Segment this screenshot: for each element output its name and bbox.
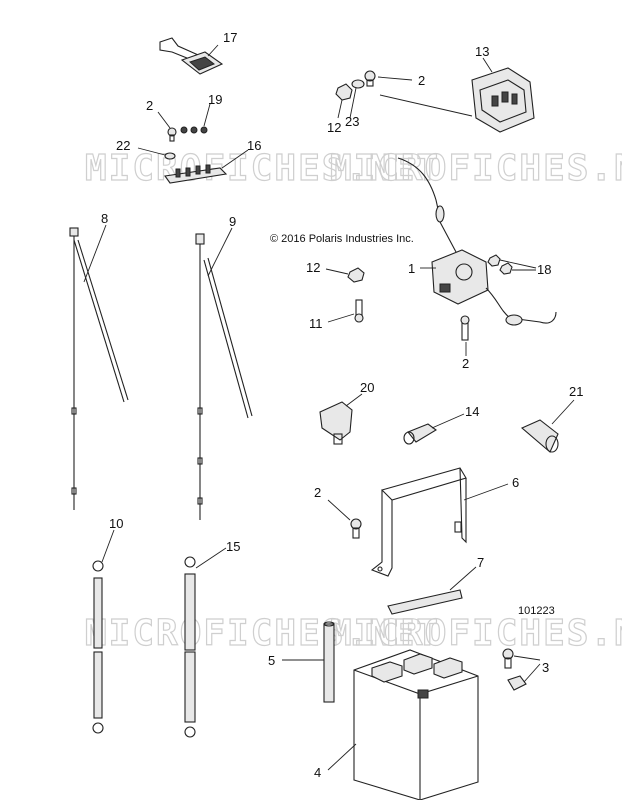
part-14-terminal-boot [403, 423, 437, 445]
watermark-top: MICROFICHES.NET [85, 148, 440, 189]
leader-12-middle [325, 268, 349, 275]
watermark-top-right: MICROFICHES.NET [330, 148, 622, 189]
leader-23 [349, 87, 357, 119]
leader-19 [203, 103, 211, 127]
cable-terminal-upper [435, 205, 445, 223]
callout-20: 20 [360, 380, 374, 395]
leader-6 [463, 483, 509, 501]
part-8-cable [69, 227, 129, 510]
callout-9: 9 [229, 214, 236, 229]
part-7-battery-pad [387, 589, 463, 615]
part-2-screw-top [364, 70, 376, 87]
leader-13 [482, 57, 493, 73]
callout-11: 11 [309, 316, 323, 331]
leader-3a [513, 655, 541, 661]
leader-14 [431, 413, 465, 429]
part-16-terminal-block [164, 164, 228, 184]
part-12-nut-top [335, 83, 353, 101]
callout-21: 21 [569, 384, 583, 399]
leader-2-top [377, 76, 413, 81]
cable-terminal-lower [505, 314, 523, 326]
leader-2-lower [327, 499, 351, 521]
leader-16 [221, 149, 249, 169]
part-20-terminal-cap [319, 401, 353, 445]
part-2-screw-middle [460, 315, 470, 341]
part-23-washer [351, 79, 365, 89]
leader-20 [345, 393, 363, 407]
callout-8: 8 [101, 211, 108, 226]
leader-2a [157, 111, 171, 129]
leader-21 [551, 399, 575, 425]
part-22-washer [164, 152, 176, 160]
part-21-terminal-boot [520, 419, 559, 453]
callout-7: 7 [477, 555, 484, 570]
figure-id: 101223 [518, 605, 555, 617]
callout-3: 3 [542, 660, 549, 675]
part-2-screw-upper-left [167, 127, 177, 142]
callout-13: 13 [475, 44, 489, 59]
leader-9 [207, 227, 233, 277]
leader-3b [523, 663, 541, 683]
part-1-solenoid [431, 221, 489, 305]
leader-4 [327, 743, 357, 771]
part-11-bolt [354, 299, 364, 323]
part-4-battery [353, 649, 479, 800]
callout-1: 1 [408, 261, 415, 276]
callout-17: 17 [223, 30, 237, 45]
callout-19: 19 [208, 92, 222, 107]
callout-22: 22 [116, 138, 130, 153]
leader-12-top [337, 99, 343, 119]
callout-23: 23 [345, 114, 359, 129]
callout-12-middle: 12 [306, 260, 320, 275]
callout-2-lower: 2 [314, 485, 321, 500]
part-10-cable [92, 560, 104, 734]
part-18-nuts [487, 254, 513, 275]
callout-16: 16 [247, 138, 261, 153]
part-13-relay-box [471, 67, 535, 133]
leader-23-to-13 [379, 94, 473, 117]
part-9-cable [195, 233, 253, 520]
leader-11 [327, 313, 355, 323]
callout-2-middle: 2 [462, 356, 469, 371]
cable-lower [485, 287, 557, 324]
callout-14: 14 [465, 404, 479, 419]
callout-4: 4 [314, 765, 321, 780]
part-6-battery-bracket [370, 467, 467, 577]
leader-18a [499, 259, 537, 269]
part-2-screw-lower [350, 518, 362, 539]
part-15-cable [184, 556, 196, 738]
leader-17 [207, 44, 219, 57]
part-19-nuts [180, 126, 208, 134]
callout-10: 10 [109, 516, 123, 531]
callout-6: 6 [512, 475, 519, 490]
watermark-bottom: MICROFICHES.NET [85, 613, 440, 654]
callout-5: 5 [268, 653, 275, 668]
callout-15: 15 [226, 539, 240, 554]
part-12-nut-middle [347, 267, 365, 283]
leader-22 [137, 147, 166, 156]
leader-7 [449, 566, 477, 591]
part-5-vent-tube [323, 621, 335, 703]
part-3-terminal-hardware [502, 648, 527, 691]
leader-15 [195, 547, 227, 569]
callout-2-top: 2 [418, 73, 425, 88]
callout-18: 18 [537, 262, 551, 277]
cable-upper [397, 157, 441, 219]
callout-2-upper-left: 2 [146, 98, 153, 113]
part-17-terminal-cover [159, 37, 224, 75]
watermark-bottom-right: MICROFICHES.NET [330, 613, 622, 654]
copyright-notice: © 2016 Polaris Industries Inc. [270, 233, 414, 245]
leader-10 [101, 529, 115, 563]
leader-8 [83, 224, 107, 283]
callout-12-top: 12 [327, 120, 341, 135]
